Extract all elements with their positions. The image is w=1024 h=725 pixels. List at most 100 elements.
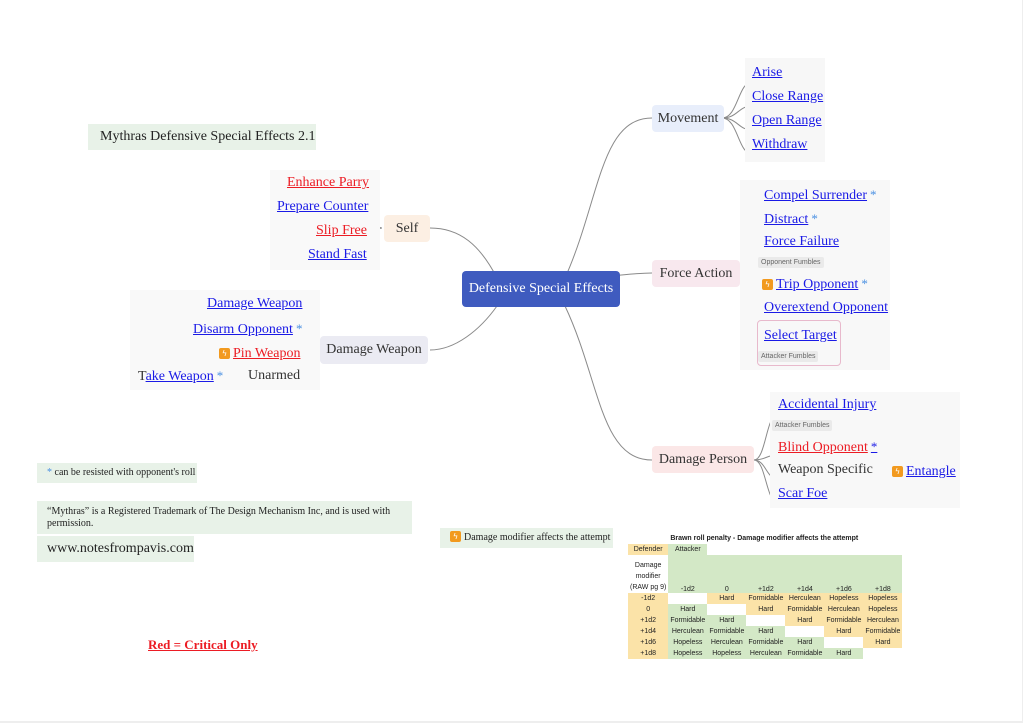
column-header: -1d2 xyxy=(668,555,708,593)
link-trip-opponent[interactable]: Trip Opponent xyxy=(776,277,859,292)
damage-modifier-bolt-icon: ϟ xyxy=(892,466,903,477)
table-cell: Hopeless xyxy=(668,637,708,648)
table-cell: Formidable xyxy=(785,648,825,659)
table-cell xyxy=(746,615,786,626)
link-entangle[interactable]: Entangle xyxy=(906,464,956,479)
movement-bg xyxy=(745,58,825,162)
branch-damage-weapon[interactable]: Damage Weapon xyxy=(320,336,428,364)
table-cell: Hopeless xyxy=(863,593,903,604)
force-action-bg xyxy=(740,180,890,370)
asterisk-text: can be resisted with opponent's roll xyxy=(52,467,196,478)
self-bg xyxy=(270,170,380,270)
row-modifier: +1d2 xyxy=(628,615,669,626)
table-cell: Hard xyxy=(707,593,747,604)
column-header: +1d6 xyxy=(824,555,864,593)
link-close-range[interactable]: Close Range xyxy=(752,89,824,104)
table-cell: Formidable xyxy=(863,626,903,637)
resist-asterisk: * xyxy=(861,276,868,291)
column-header: +1d8 xyxy=(863,555,903,593)
brawn-penalty-table: Brawn roll penalty - Damage modifier aff… xyxy=(628,533,903,659)
table-cell: Hopeless xyxy=(824,593,864,604)
resist-asterisk: * xyxy=(870,187,877,202)
table-cell xyxy=(824,637,864,648)
table-cell: Formidable xyxy=(785,604,825,615)
link-scar-foe[interactable]: Scar Foe xyxy=(778,486,828,501)
attacker-label: Attacker xyxy=(668,544,708,555)
table-cell: Hard xyxy=(785,637,825,648)
critical-legend: Red = Critical Only xyxy=(148,637,258,652)
link-distract[interactable]: Distract xyxy=(764,212,809,227)
row-modifier: +1d4 xyxy=(628,626,669,637)
defender-label: Defender xyxy=(628,544,669,555)
table-title: Brawn roll penalty - Damage modifier aff… xyxy=(668,533,903,544)
link-take-weapon-row: Take Weapon* xyxy=(138,368,223,385)
damage-modifier-text: Damage modifier affects the attempt xyxy=(464,532,611,543)
table-cell: Hard xyxy=(785,615,825,626)
link-pin-weapon[interactable]: Pin Weapon xyxy=(233,346,301,361)
tag-attacker-fumbles: Attacker Fumbles xyxy=(758,351,819,362)
link-disarm-opponent[interactable]: Disarm Opponent xyxy=(193,322,293,337)
table-cell xyxy=(863,648,903,659)
link-take-weapon[interactable]: ake Weapon xyxy=(145,369,214,384)
table-cell: Formidable xyxy=(746,637,786,648)
table-cell: Hopeless xyxy=(668,648,708,659)
unarmed-label: Unarmed xyxy=(248,368,301,383)
table-cell: Herculean xyxy=(785,593,825,604)
table-cell xyxy=(707,604,747,615)
link-select-target[interactable]: Select Target xyxy=(764,328,837,343)
table-cell: Herculean xyxy=(746,648,786,659)
branch-self[interactable]: Self xyxy=(384,215,430,242)
central-topic[interactable]: Defensive Special Effects xyxy=(462,271,620,307)
row-modifier: 0 xyxy=(628,604,669,615)
table-cell: Formidable xyxy=(668,615,708,626)
table-cell: Formidable xyxy=(746,593,786,604)
link-compel-surrender[interactable]: Compel Surrender xyxy=(764,188,868,203)
table-cell: Hard xyxy=(824,626,864,637)
table-cell: Hard xyxy=(863,637,903,648)
link-prepare-counter[interactable]: Prepare Counter xyxy=(277,199,369,214)
table-cell: Hard xyxy=(746,626,786,637)
take-weapon-prefix: T xyxy=(138,369,146,384)
website-note[interactable]: www.notesfrompavis.com xyxy=(37,536,194,562)
link-blind-opponent-row: Blind Opponent* xyxy=(778,438,877,456)
link-slip-free[interactable]: Slip Free xyxy=(316,223,367,238)
resist-asterisk: * xyxy=(870,439,878,454)
table-cell: Herculean xyxy=(863,615,903,626)
branch-damage-person[interactable]: Damage Person xyxy=(652,446,754,473)
link-withdraw[interactable]: Withdraw xyxy=(752,137,808,152)
resist-asterisk: * xyxy=(811,211,818,226)
link-accidental-injury[interactable]: Accidental Injury xyxy=(778,397,877,412)
table-cell: Hard xyxy=(746,604,786,615)
table-cell: Hard xyxy=(824,648,864,659)
link-arise[interactable]: Arise xyxy=(752,65,783,80)
link-open-range[interactable]: Open Range xyxy=(752,113,822,128)
tag-attacker-fumbles: Attacker Fumbles xyxy=(772,420,833,431)
map-title: Mythras Defensive Special Effects 2.1 xyxy=(88,124,316,150)
table-cell: Herculean xyxy=(707,637,747,648)
link-force-failure[interactable]: Force Failure xyxy=(764,234,840,249)
branch-force-action[interactable]: Force Action xyxy=(652,260,740,287)
link-damage-weapon[interactable]: Damage Weapon xyxy=(207,296,303,311)
row-modifier: -1d2 xyxy=(628,593,669,604)
table-cell xyxy=(785,626,825,637)
link-disarm-opponent-row: Disarm Opponent* xyxy=(193,320,302,338)
row-modifier: +1d8 xyxy=(628,648,669,659)
column-header: +1d2 xyxy=(746,555,786,593)
link-enhance-parry[interactable]: Enhance Parry xyxy=(287,175,370,190)
link-blind-opponent[interactable]: Blind Opponent xyxy=(778,440,868,455)
resist-asterisk: * xyxy=(216,368,224,383)
link-overextend-opponent[interactable]: Overextend Opponent xyxy=(764,300,889,315)
branch-movement[interactable]: Movement xyxy=(652,105,724,132)
column-header: +1d4 xyxy=(785,555,825,593)
link-stand-fast[interactable]: Stand Fast xyxy=(308,247,367,262)
table-cell: Formidable xyxy=(707,626,747,637)
